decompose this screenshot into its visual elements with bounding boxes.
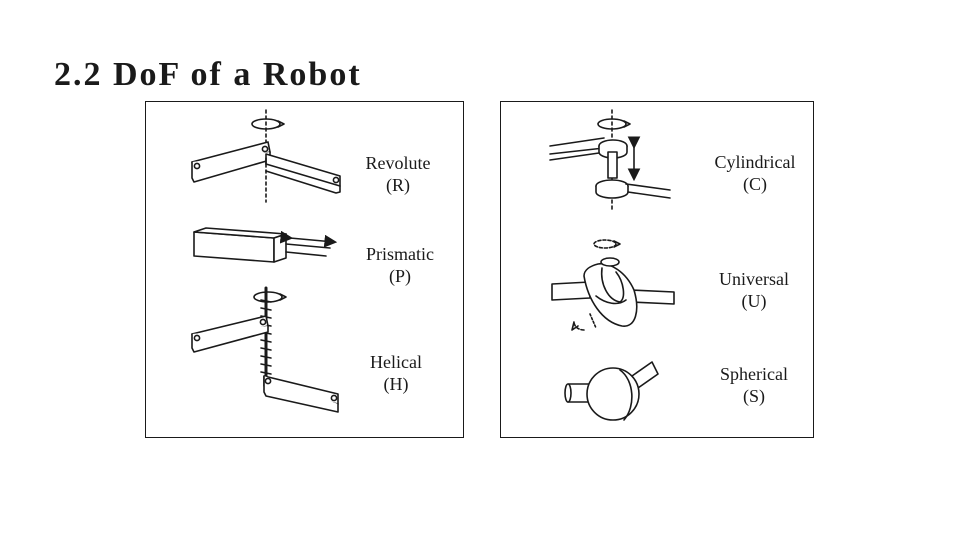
- cylindrical-name: Cylindrical: [714, 152, 796, 172]
- cylindrical-symbol: (C): [743, 174, 767, 194]
- spherical-symbol: (S): [743, 386, 765, 406]
- spherical-label: Spherical (S): [704, 363, 804, 407]
- prismatic-name: Prismatic: [366, 244, 434, 264]
- joint-types-panel-right: [500, 101, 814, 438]
- universal-joint-icon: [551, 239, 675, 331]
- revolute-symbol: (R): [386, 175, 410, 195]
- helical-joint-icon: [191, 286, 339, 413]
- universal-symbol: (U): [741, 291, 767, 311]
- revolute-label: Revolute (R): [355, 152, 441, 196]
- cylindrical-joint-icon: [549, 109, 671, 213]
- helical-symbol: (H): [383, 374, 409, 394]
- helical-name: Helical: [370, 352, 422, 372]
- revolute-joint-icon: [191, 109, 341, 203]
- slide-title: 2.2 DoF of a Robot: [54, 56, 362, 93]
- revolute-name: Revolute: [365, 153, 431, 173]
- helical-label: Helical (H): [353, 351, 439, 395]
- cylindrical-label: Cylindrical (C): [700, 151, 810, 195]
- prismatic-joint-icon: [193, 227, 338, 263]
- prismatic-label: Prismatic (P): [352, 243, 448, 287]
- prismatic-symbol: (P): [389, 266, 411, 286]
- universal-label: Universal (U): [704, 268, 804, 312]
- joint-types-panel-left: [145, 101, 464, 438]
- spherical-name: Spherical: [720, 364, 788, 384]
- universal-name: Universal: [719, 269, 789, 289]
- spherical-joint-icon: [564, 361, 659, 421]
